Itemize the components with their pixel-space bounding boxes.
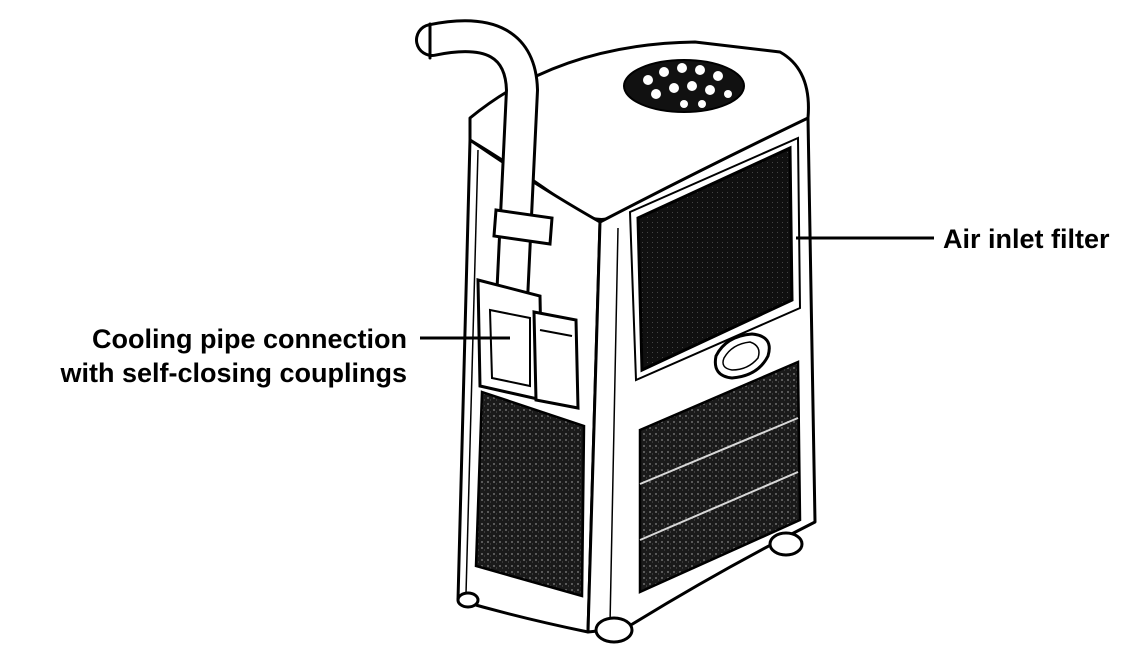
- side-grille: [474, 390, 586, 598]
- caster-wheels: [456, 531, 804, 644]
- cooling-couplings: [476, 278, 580, 410]
- leader-lines: [420, 236, 934, 340]
- air-inlet-filter-label: Air inlet filter: [943, 224, 1110, 254]
- front-exhaust-grille: [638, 360, 802, 594]
- hose-clamp: [492, 208, 554, 246]
- air-inlet-filter: [628, 136, 802, 382]
- carry-handle: [713, 332, 771, 380]
- cooling-pipe-label-line1: Cooling pipe connection: [92, 324, 407, 354]
- cooling-pipe-callout: Cooling pipe connection with self-closin…: [60, 322, 407, 390]
- top-vent-grille: [623, 59, 745, 113]
- cooling-pipe-label-line2: with self-closing couplings: [60, 358, 407, 388]
- air-inlet-filter-callout: Air inlet filter: [943, 222, 1110, 256]
- cooling-hose: [415, 19, 540, 317]
